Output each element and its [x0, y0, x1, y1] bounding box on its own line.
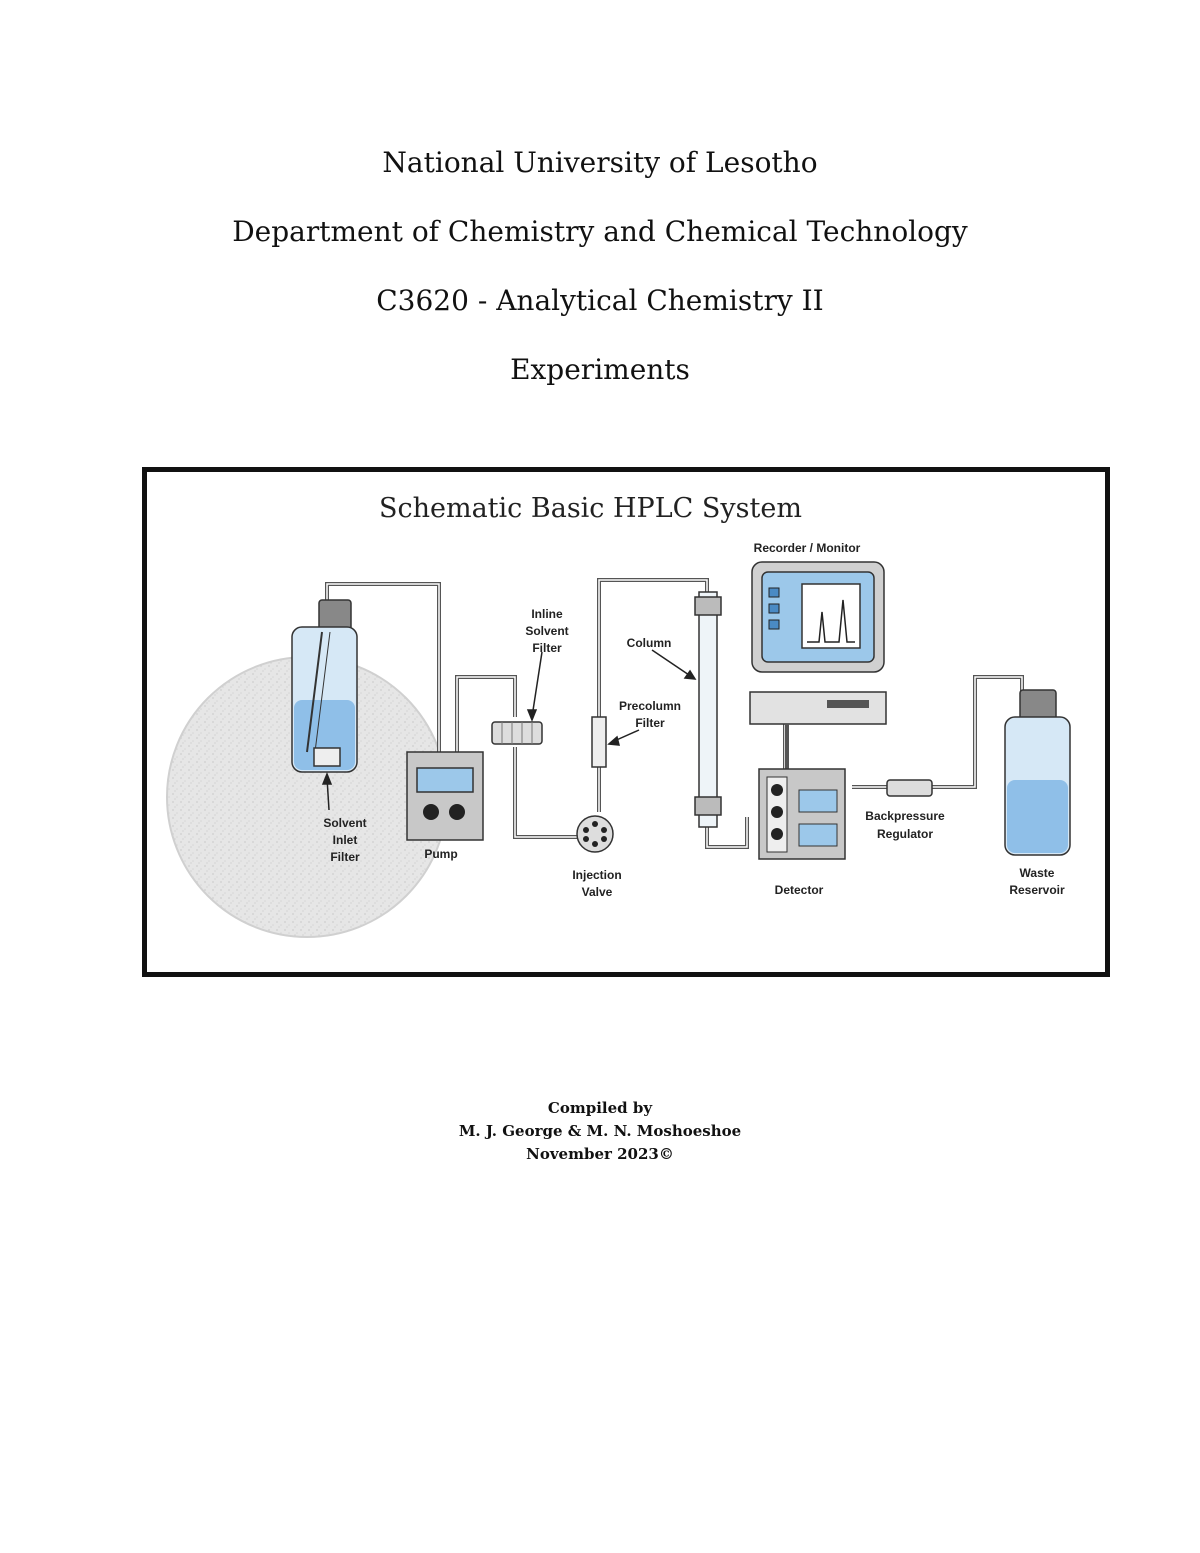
pump-unit: [406, 751, 484, 841]
detector-unit: [758, 768, 846, 860]
column: [694, 591, 722, 828]
hplc-figure-frame: Schematic Basic HPLC System: [142, 467, 1110, 977]
label-solvent-3: Filter: [330, 850, 360, 864]
label-inline-filter-3: Filter: [532, 641, 562, 655]
label-detector: Detector: [775, 883, 824, 897]
injection-valve: [576, 815, 614, 853]
label-injection-2: Valve: [582, 885, 613, 899]
label-precolumn-1: Precolumn: [619, 699, 681, 713]
backpressure-regulator: [886, 779, 933, 797]
waste-bottle: [1004, 689, 1071, 856]
label-backpressure-2: Regulator: [877, 827, 933, 841]
solvent-bottle: [291, 599, 358, 773]
label-solvent-2: Inlet: [333, 833, 358, 847]
recorder-monitor: [749, 561, 887, 772]
hplc-schematic: Schematic Basic HPLC System: [166, 493, 1071, 938]
label-injection-1: Injection: [572, 868, 621, 882]
date: November 2023©: [526, 1145, 674, 1163]
label-recorder: Recorder / Monitor: [754, 541, 861, 555]
label-inline-filter-2: Solvent: [525, 624, 568, 638]
compiled-by-label: Compiled by: [547, 1099, 653, 1117]
schematic-title: Schematic Basic HPLC System: [379, 493, 802, 524]
label-pump: Pump: [424, 847, 457, 861]
precolumn-filter: [591, 716, 607, 768]
university-name: National University of Lesotho: [382, 146, 818, 179]
label-precolumn-2: Filter: [635, 716, 665, 730]
label-inline-filter-1: Inline: [531, 607, 563, 621]
label-waste-1: Waste: [1020, 866, 1055, 880]
callout-arrows: [321, 649, 697, 811]
inline-filter: [491, 721, 543, 745]
label-backpressure-1: Backpressure: [865, 809, 945, 823]
label-column: Column: [627, 636, 672, 650]
label-waste-2: Reservoir: [1009, 883, 1065, 897]
authors: M. J. George & M. N. Moshoeshoe: [458, 1122, 742, 1140]
document-subtitle: Experiments: [510, 353, 690, 386]
department-name: Department of Chemistry and Chemical Tec…: [232, 215, 968, 248]
course-title: C3620 - Analytical Chemistry II: [376, 284, 824, 317]
label-solvent-1: Solvent: [323, 816, 366, 830]
